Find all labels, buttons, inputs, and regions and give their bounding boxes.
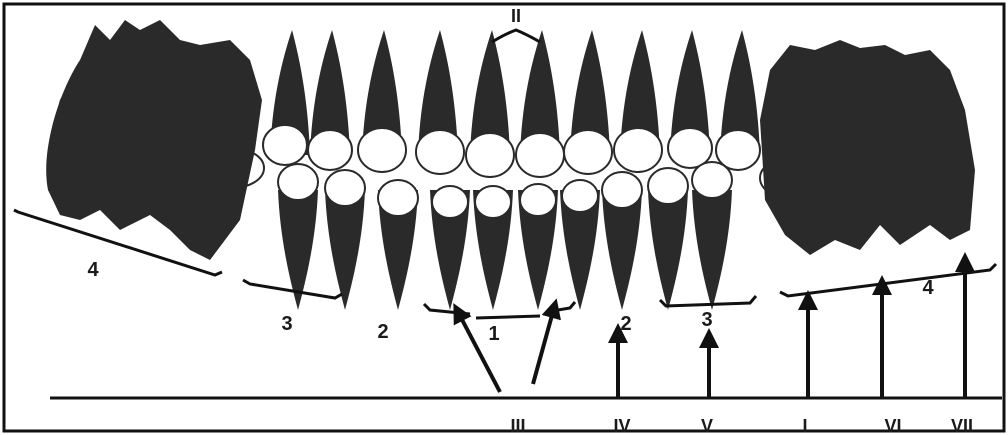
label-right-premolars: 3	[701, 309, 712, 331]
tooth-crown	[263, 125, 307, 165]
label-right-canine: 2	[620, 313, 631, 335]
tooth-crown	[614, 128, 662, 172]
tooth-crown	[325, 170, 365, 206]
molars-right-group	[760, 40, 975, 255]
label-incisors: 1	[488, 323, 499, 345]
tooth-crown	[564, 130, 612, 174]
tooth-crown	[278, 164, 318, 200]
tooth-crown	[432, 186, 468, 218]
tooth-crown	[602, 172, 642, 208]
tooth-crown	[692, 162, 732, 198]
label-VII: VII	[951, 416, 973, 435]
tooth-crown	[648, 168, 688, 204]
label-right-molars: 4	[922, 277, 934, 299]
tooth-crown	[562, 180, 598, 212]
label-V: V	[701, 416, 713, 435]
tooth-crown	[466, 133, 514, 177]
tooth-crown	[520, 184, 556, 216]
label-upper-front: II	[511, 6, 521, 26]
tooth-crown	[516, 133, 564, 177]
tooth-crown	[308, 130, 352, 170]
tooth-crown	[378, 180, 418, 216]
label-left-canine: 2	[377, 321, 388, 343]
label-left-molars: 4	[87, 259, 99, 281]
tooth-crown	[475, 186, 511, 218]
tooth-crown	[416, 130, 464, 174]
label-VI: VI	[884, 416, 901, 435]
label-III: III	[510, 416, 525, 435]
label-I: I	[802, 416, 807, 435]
label-left-premolars: 3	[281, 313, 292, 335]
tooth-crown	[358, 128, 406, 172]
label-IV: IV	[613, 416, 630, 435]
